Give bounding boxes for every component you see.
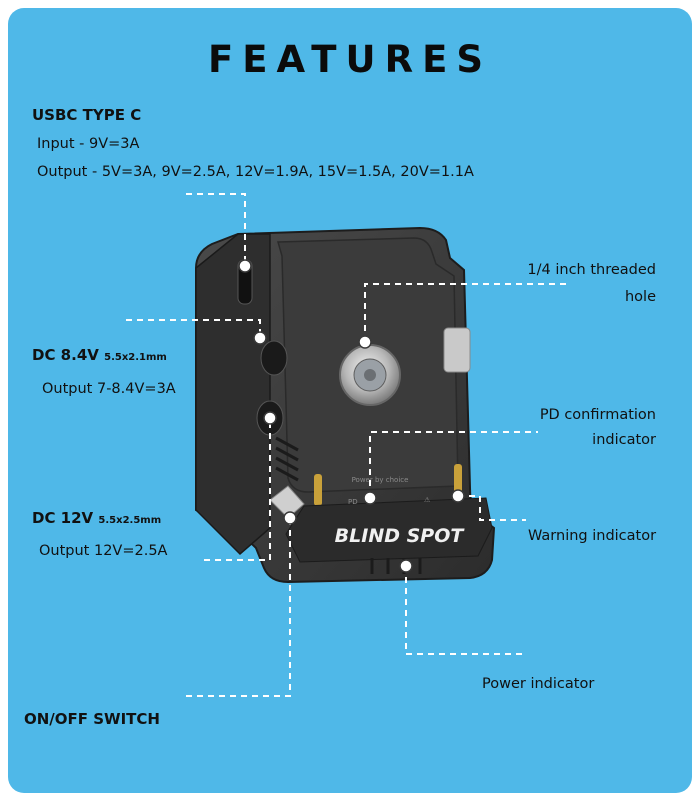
warning-dot <box>451 489 465 503</box>
switch-heading: ON/OFF SWITCH <box>24 710 160 728</box>
threaded-center <box>364 369 376 381</box>
dc12-size: 5.5x2.5mm <box>98 515 162 526</box>
warning-label: Warning indicator <box>528 528 657 544</box>
led-pd-label: PD <box>348 498 358 506</box>
usbc-dot <box>238 259 252 273</box>
pd-dot <box>363 491 377 505</box>
front-bar <box>285 497 493 563</box>
usbc-input: Input - 9V=3A <box>37 136 140 152</box>
dc84-output: Output 7-8.4V=3A <box>42 381 176 397</box>
dc84-heading-text: DC 8.4V <box>32 346 99 364</box>
dc84-dot <box>253 331 267 345</box>
product-illustration: BLIND SPOT Power by choice PD ⚠ <box>126 193 570 697</box>
tagline: Power by choice <box>352 476 409 484</box>
dc12-dot <box>263 411 277 425</box>
release-latch <box>443 327 471 373</box>
dc84-leader <box>126 319 261 334</box>
pd-leader <box>369 431 538 486</box>
threaded-leader <box>364 283 570 342</box>
dc12-leader <box>204 418 271 561</box>
dc84-heading: DC 8.4V 5.5x2.1mm <box>32 346 167 364</box>
usbc-output: Output - 5V=3A, 9V=2.5A, 12V=1.9A, 15V=1… <box>37 164 474 180</box>
page-title: FEATURES <box>207 38 492 81</box>
gold-pin-left <box>314 474 322 506</box>
dc12-heading: DC 12V 5.5x2.5mm <box>32 509 161 527</box>
switch-dot <box>283 511 297 525</box>
power-dot <box>399 559 413 573</box>
onoff-switch <box>269 485 305 519</box>
usbc-leader <box>186 193 246 266</box>
usbc-heading: USBC TYPE C <box>32 106 142 124</box>
dc84-port <box>260 340 288 376</box>
power-label: Power indicator <box>482 676 595 692</box>
callout-dots <box>238 259 465 573</box>
features-card: FEATURES USBC TYPE C Input - 9V=3A Outpu… <box>8 8 692 793</box>
threaded-dot <box>358 335 372 349</box>
pd-line1: PD confirmation <box>539 407 656 423</box>
dc12-heading-text: DC 12V <box>32 509 94 527</box>
leader-lines <box>126 193 570 697</box>
dc84-size: 5.5x2.1mm <box>104 352 167 363</box>
gold-pin-right <box>454 464 462 496</box>
led-warn-label: ⚠ <box>424 496 431 504</box>
threaded-hole-label: 1/4 inch threaded hole <box>527 257 656 311</box>
pd-line2: indicator <box>592 432 656 448</box>
switch-leader <box>186 518 291 697</box>
device-side-panel <box>195 233 271 556</box>
power-leader <box>405 566 526 655</box>
pd-label: PD confirmation indicator <box>540 403 656 453</box>
warning-leader <box>458 495 526 521</box>
brand-logo: BLIND SPOT <box>335 525 466 547</box>
threaded-line2: hole <box>624 289 656 305</box>
dc12-output: Output 12V=2.5A <box>39 543 168 559</box>
threaded-line1: 1/4 inch threaded <box>527 262 656 278</box>
vent-grille <box>275 436 299 482</box>
